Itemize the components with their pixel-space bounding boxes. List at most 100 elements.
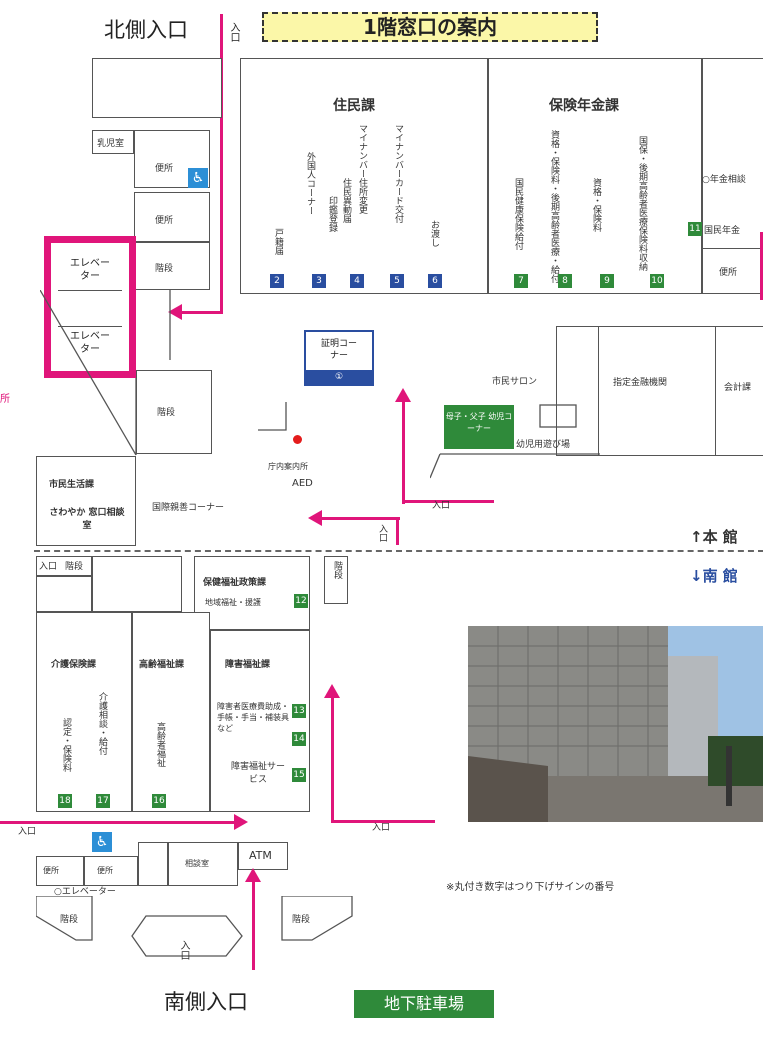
counter-10: 10 xyxy=(650,274,664,288)
room-shitei-kinyu: 指定金融機関 xyxy=(598,326,716,456)
annai-label: 庁内案内所 xyxy=(268,462,308,471)
room-sodanshitsu: 相談室 xyxy=(168,842,238,886)
kaikei-label: 会計課 xyxy=(724,383,752,393)
room-koreisha: 高齢福祉課 xyxy=(132,612,210,812)
room-kaigo: 介護保険課 xyxy=(36,612,132,812)
right-edge-pink xyxy=(760,232,763,300)
label-owatashi: お渡し xyxy=(429,220,439,247)
counter-12: 12 xyxy=(294,594,308,608)
room-south-block-1 xyxy=(36,576,92,612)
room-south-block-2 xyxy=(92,556,182,612)
footnote: ※丸付き数字はつり下げサインの番号 xyxy=(446,882,615,893)
west-entrance: 入口 xyxy=(18,827,37,837)
counter-11: 11 xyxy=(688,222,702,236)
counter-13: 13 xyxy=(292,704,306,718)
south-bottom-walls xyxy=(36,896,353,957)
label-mynumber-kofu: マイナンバーカード交付 xyxy=(393,124,403,223)
room-benjo-s1: 便所 xyxy=(36,856,84,886)
center-path-vertical-2 xyxy=(396,517,399,545)
counter-16: 16 xyxy=(152,794,166,808)
room-juminka: 住民課 xyxy=(240,58,488,294)
annai-corner-lines xyxy=(258,402,287,431)
north-path-vertical xyxy=(220,14,223,314)
label-koreisha-fukushi: 高齢者福祉 xyxy=(155,722,165,767)
counter-3: 3 xyxy=(312,274,326,288)
honkan-label: ↑本 館 xyxy=(690,528,738,546)
south-path xyxy=(252,880,255,970)
elevator-2: エレベーター xyxy=(58,326,122,367)
building-photo-illustration xyxy=(468,626,763,822)
kokumin-nenkin-label: 国民年金 xyxy=(704,226,741,236)
counter-2: 2 xyxy=(270,274,284,288)
boshi-area-walls xyxy=(430,404,600,479)
label-kokuho-shikaku: 資格・保険料 xyxy=(591,178,601,232)
north-path-arrow xyxy=(168,304,182,320)
south-entrance-small: 入口 xyxy=(178,940,189,960)
north-path-horizontal xyxy=(180,311,223,314)
label-inkan: 印鑑登録 xyxy=(327,196,337,232)
counter-5: 5 xyxy=(390,274,404,288)
room-benjo-s2: 便所 xyxy=(84,856,138,886)
yoji-asobiba-label: 幼児用遊び場 xyxy=(516,440,571,450)
label-shuno: 国保・後期高齢者医療保険料収納 xyxy=(637,136,647,271)
south-east-path-horizontal xyxy=(331,820,435,823)
south-east-path-vertical xyxy=(331,698,334,822)
counter-15: 15 xyxy=(292,768,306,782)
label-jumin-ido: 住民異動届 xyxy=(341,178,351,223)
kaidan-s2-label: 階段 xyxy=(292,915,311,925)
room-hoken-fukushi: 保健福祉政策課 地域福祉・援護 xyxy=(194,556,310,630)
main-entrance-2: 入口 xyxy=(377,524,387,542)
boshi-corner: 母子・父子 幼児コーナー xyxy=(444,405,514,449)
counter-14: 14 xyxy=(292,732,306,746)
north-entrance-small: 入口 xyxy=(228,22,239,42)
center-path-horizontal-2 xyxy=(322,517,400,520)
left-edge-red-text: 所 xyxy=(0,394,10,405)
center-path-horizontal-1 xyxy=(402,500,494,503)
counter-9: 9 xyxy=(600,274,614,288)
room-kaidan-2: 階段 xyxy=(136,370,212,454)
aed-label: AED xyxy=(292,478,313,489)
accessible-toilet-icon: ♿ xyxy=(188,168,208,188)
room-shogai: 障害福祉課 障害者医療費助成・手帳・手当・補装具など 障害福祉サービス xyxy=(210,630,310,812)
room-atm: ATM xyxy=(238,842,288,870)
north-entrance-label: 北側入口 xyxy=(104,18,188,42)
label-koseki: 戸籍届 xyxy=(273,228,283,255)
building-divider xyxy=(34,550,763,552)
room-kaidan-mid: 階段 xyxy=(324,556,348,604)
minamikan-label: ↓南 館 xyxy=(690,567,738,585)
label-kokuho-kyufu: 国民健康保険給付 xyxy=(513,178,523,250)
west-path-arrow xyxy=(234,814,248,830)
counter-7: 7 xyxy=(514,274,528,288)
counter-17: 17 xyxy=(96,794,110,808)
room-nyujishitsu: 乳児室 xyxy=(92,130,134,154)
label-gaikokujin: 外国人コーナー xyxy=(305,152,315,215)
accessible-toilet-icon-south: ♿ xyxy=(92,832,112,852)
center-path-vertical-1 xyxy=(402,402,405,504)
counter-1: ① xyxy=(306,370,372,384)
label-mynumber-jusho: マイナンバー住所変更 xyxy=(357,124,367,214)
kaidan-s1-label: 階段 xyxy=(60,915,79,925)
aed-marker-icon xyxy=(293,435,302,444)
room-blank-s xyxy=(138,842,168,886)
entrance-stairs: 入口 階段 xyxy=(36,556,92,576)
room-shimin-seikatsu: 市民生活課 さわやか 窓口相談室 xyxy=(36,456,136,546)
room-hokennenkin: 保険年金課 xyxy=(488,58,702,294)
label-kaigo-sodan: 介護相談・給付 xyxy=(97,692,107,755)
main-entrance-3: 入口 xyxy=(372,823,391,833)
room-benjo-2: 便所 xyxy=(134,192,210,242)
main-entrance-1: 入口 xyxy=(432,501,451,511)
south-east-path-arrow xyxy=(324,684,340,698)
south-path-arrow xyxy=(245,868,261,882)
shimin-salon-label: 市民サロン xyxy=(492,377,538,387)
center-path-arrow-up-1 xyxy=(395,388,411,402)
nenkin-sodan-label: ○年金相談 xyxy=(702,175,746,185)
elevator-south-label: ○エレベーター xyxy=(54,887,116,897)
page-title: 1階窓口の案内 xyxy=(262,12,598,42)
label-nintei: 認定・保険料 xyxy=(61,718,71,772)
room-top-left xyxy=(92,58,222,118)
room-kaidan-1: 階段 xyxy=(134,242,210,290)
south-entrance-label: 南側入口 xyxy=(164,990,248,1014)
elevator-highlight xyxy=(44,236,136,378)
west-path xyxy=(0,821,236,824)
kokusai-label: 国際親善コーナー xyxy=(152,503,225,513)
